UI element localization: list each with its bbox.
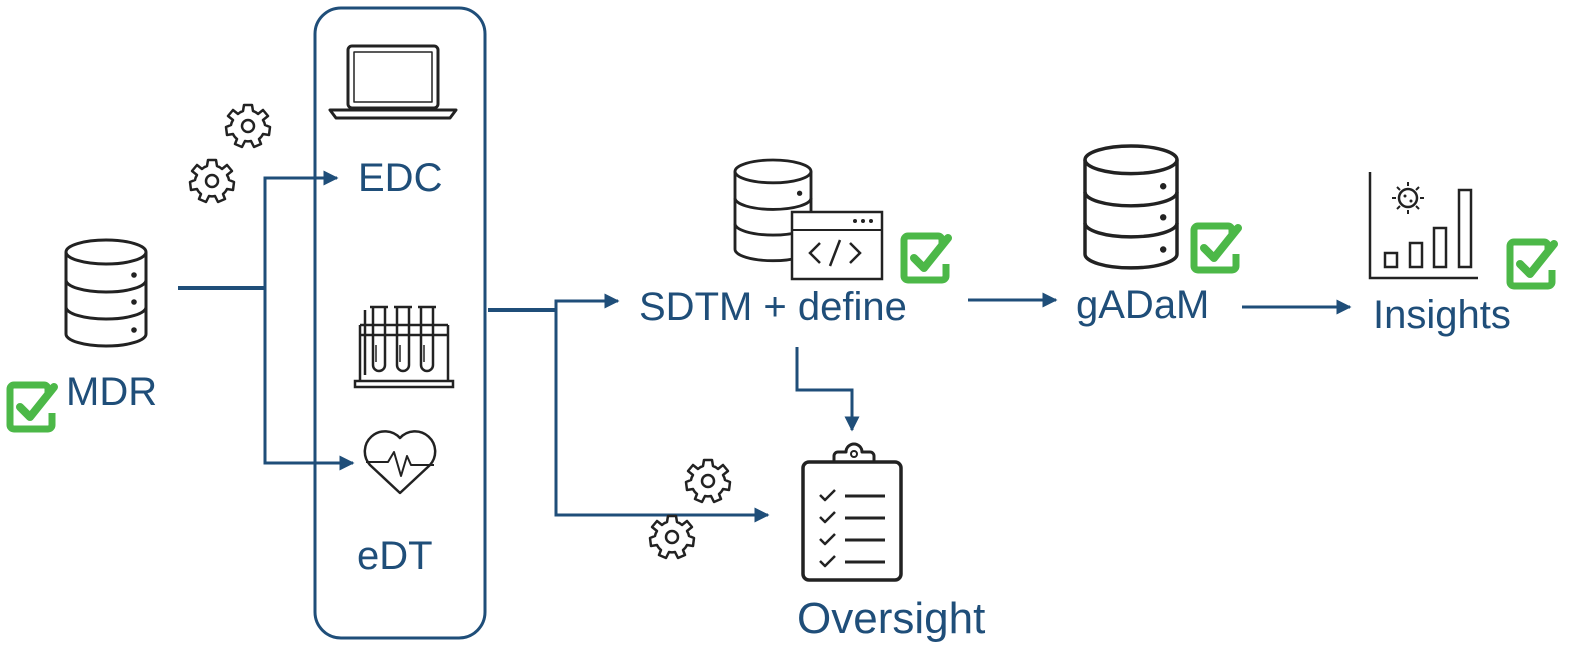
- mdr-label: MDR: [66, 370, 158, 414]
- edt-label: eDT: [357, 534, 433, 578]
- test-tubes-icon: [353, 305, 455, 389]
- gear-icon: [224, 103, 272, 149]
- box-connectors: [488, 293, 770, 523]
- gadam-database-icon: [1083, 144, 1179, 270]
- bar-chart-virus-icon: [1368, 172, 1478, 280]
- laptop-icon: [328, 44, 458, 120]
- sdtm-to-oversight-arrow: [795, 347, 860, 432]
- gadam-checkmark-icon: [1194, 226, 1238, 270]
- heart-rate-icon: [363, 430, 437, 495]
- gear-icon: [188, 158, 236, 204]
- edc-label: EDC: [358, 156, 443, 200]
- sdtm-checkmark-icon: [904, 236, 948, 280]
- sdtm-define-label: SDTM + define: [639, 285, 907, 329]
- clipboard-checklist-icon: [801, 442, 903, 582]
- gear-icon: [684, 458, 732, 504]
- code-window-icon: [790, 210, 884, 281]
- gear-icon: [648, 514, 696, 560]
- mdr-connectors: [178, 170, 355, 471]
- oversight-label: Oversight: [797, 594, 986, 643]
- mdr-checkmark-icon: [10, 385, 54, 429]
- source-group-box: [313, 6, 487, 640]
- insights-label: Insights: [1373, 293, 1511, 337]
- gadam-label: gADaM: [1076, 283, 1210, 327]
- insights-checkmark-icon: [1510, 242, 1554, 286]
- mdr-database-icon: [64, 238, 148, 348]
